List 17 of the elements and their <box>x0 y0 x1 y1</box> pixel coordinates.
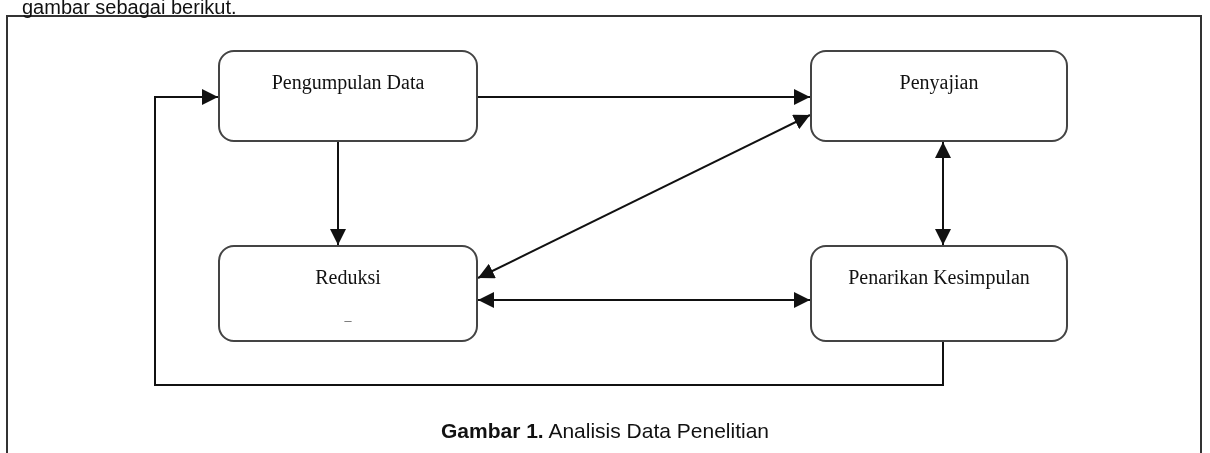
arrow <box>477 89 811 105</box>
node-label: Penyajian <box>899 70 979 94</box>
arrow <box>477 114 811 279</box>
arrow <box>330 141 346 246</box>
intro-text: gambar sebagai berikut. <box>22 0 237 17</box>
process-box <box>810 50 1068 142</box>
figure-caption: Gambar 1. Analisis Data Penelitian <box>441 419 769 443</box>
process-box <box>810 245 1068 342</box>
node-label: Pengumpulan Data <box>271 70 425 94</box>
node-label: Reduksi <box>315 265 381 289</box>
arrow <box>154 89 944 386</box>
dash-mark: _ <box>344 309 352 323</box>
process-box <box>218 50 478 142</box>
arrow <box>477 292 811 308</box>
arrow <box>935 141 951 246</box>
node-label: Penarikan Kesimpulan <box>848 265 1030 289</box>
process-box <box>218 245 478 342</box>
